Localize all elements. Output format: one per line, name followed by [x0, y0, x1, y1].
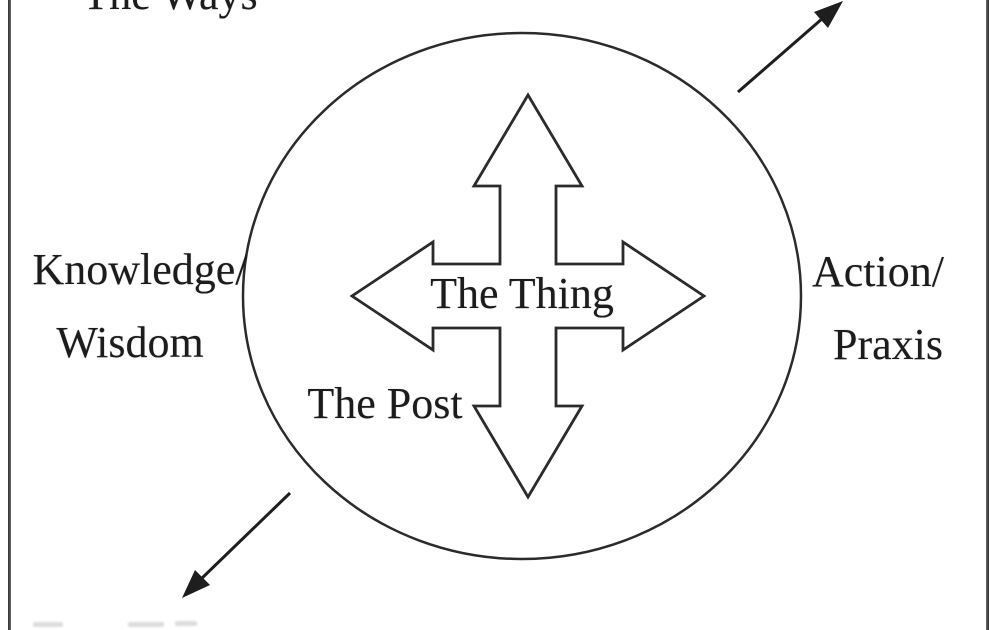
four-way-arrow-icon: [349, 92, 707, 500]
right-label-action: Action/: [812, 247, 944, 296]
bottom-cutoff-text-mark: [175, 621, 197, 626]
arrow-down-left-icon: [182, 491, 292, 598]
left-label-wisdom: Wisdom: [56, 318, 204, 367]
center-label-the-thing: The Thing: [430, 269, 614, 318]
bottom-cutoff-text-mark: [128, 622, 164, 627]
top-label-the-ways: The Ways: [70, 0, 270, 17]
arrow-up-right-icon: [737, 1, 843, 94]
right-label-praxis: Praxis: [833, 320, 943, 369]
circle-outline: [241, 31, 803, 561]
left-label-knowledge: Knowledge/: [32, 245, 248, 294]
frame-right-border: [986, 0, 989, 630]
frame-left-border: [8, 0, 11, 630]
bottom-cutoff-text-mark: [33, 622, 63, 627]
inner-label-the-post: The Post: [307, 379, 463, 428]
